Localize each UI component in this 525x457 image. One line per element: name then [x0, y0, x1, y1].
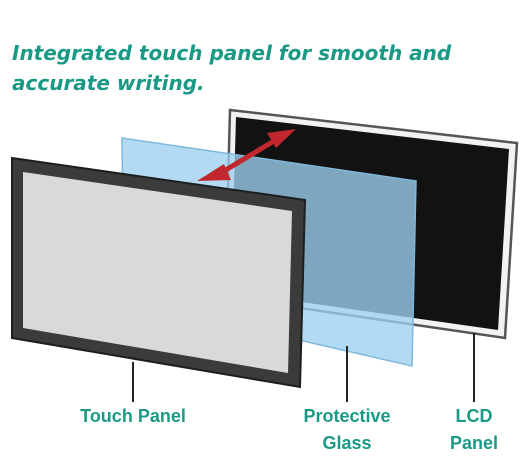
touch-panel: [11, 156, 307, 389]
touch-panel-label: Touch Panel: [58, 403, 208, 430]
headline-line-2: accurate writing.: [12, 71, 205, 95]
double-headed-arrow-icon: [197, 129, 296, 181]
protective-glass-label: Protective Glass: [287, 403, 407, 457]
touch-panel-screen: [23, 172, 292, 373]
headline-line-1: Integrated touch panel for smooth and: [12, 41, 452, 65]
lcd-panel-label-line-2: Panel: [449, 433, 499, 453]
touch-panel-label-text: Touch Panel: [80, 406, 186, 426]
protective-glass-label-line-1: Protective: [303, 406, 391, 426]
lcd-panel-label: LCD Panel: [434, 403, 514, 457]
headline: Integrated touch panel for smooth and ac…: [12, 38, 512, 98]
lcd-panel-label-line-1: LCD: [455, 406, 493, 426]
protective-glass-label-line-2: Glass: [322, 433, 372, 453]
